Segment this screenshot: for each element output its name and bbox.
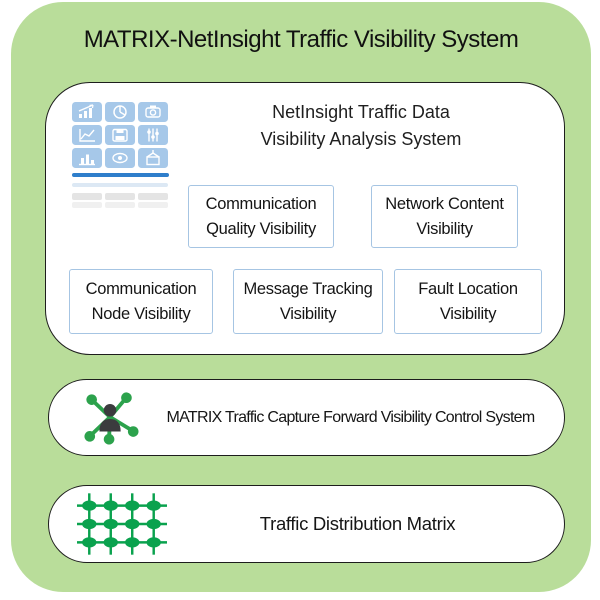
box-label: Message Tracking	[243, 279, 373, 298]
control-panel-label: MATRIX Traffic Capture Forward Visibilit…	[166, 408, 535, 426]
box-label: Fault Location	[418, 279, 518, 298]
heading-line2: Visibility Analysis System	[260, 129, 462, 149]
distribution-matrix-icon	[77, 493, 167, 555]
box-label: Quality Visibility	[206, 219, 316, 238]
sliders-icon	[138, 125, 168, 145]
building-icon	[138, 148, 168, 168]
dashboard-icon-grid	[72, 102, 169, 168]
page-title: MATRIX-NetInsight Traffic Visibility Sys…	[83, 26, 519, 53]
box-label: Visibility	[416, 219, 473, 238]
thumbnail-reflection-row	[72, 202, 169, 208]
eye-icon	[105, 148, 135, 168]
box-communication-node-visibility: Communication Node Visibility	[69, 269, 213, 334]
camera-icon	[138, 102, 168, 122]
save-icon	[105, 125, 135, 145]
box-label: Visibility	[279, 304, 337, 323]
diagram-background: MATRIX-NetInsight Traffic Visibility Sys…	[11, 2, 591, 592]
analysis-panel-heading: NetInsight Traffic Data Visibility Analy…	[196, 99, 526, 153]
line-chart-icon	[72, 125, 102, 145]
thumbnail-reflection-bar	[72, 183, 168, 187]
person-network-icon	[84, 391, 139, 445]
analysis-panel: NetInsight Traffic Data Visibility Analy…	[45, 82, 565, 355]
box-label: Communication	[205, 194, 317, 213]
box-communication-quality-visibility: Communication Quality Visibility	[188, 185, 334, 248]
box-label: Visibility	[439, 304, 497, 323]
box-label: Network Content	[385, 194, 504, 213]
pie-chart-icon	[105, 102, 135, 122]
box-label: Communication	[85, 279, 197, 298]
box-message-tracking-visibility: Message Tracking Visibility	[233, 269, 383, 334]
bar-trend-icon	[72, 102, 102, 122]
dashboard-thumbnail	[72, 102, 169, 208]
thumbnail-reflection-row	[72, 193, 169, 200]
box-network-content-visibility: Network Content Visibility	[371, 185, 518, 248]
box-fault-location-visibility: Fault Location Visibility	[394, 269, 542, 334]
control-panel: MATRIX Traffic Capture Forward Visibilit…	[48, 379, 565, 456]
box-label: Node Visibility	[91, 304, 191, 323]
matrix-panel-label: Traffic Distribution Matrix	[259, 513, 456, 534]
column-chart-icon	[72, 148, 102, 168]
matrix-panel: Traffic Distribution Matrix	[48, 485, 565, 563]
thumbnail-underline	[72, 173, 169, 177]
heading-line1: NetInsight Traffic Data	[272, 102, 450, 122]
